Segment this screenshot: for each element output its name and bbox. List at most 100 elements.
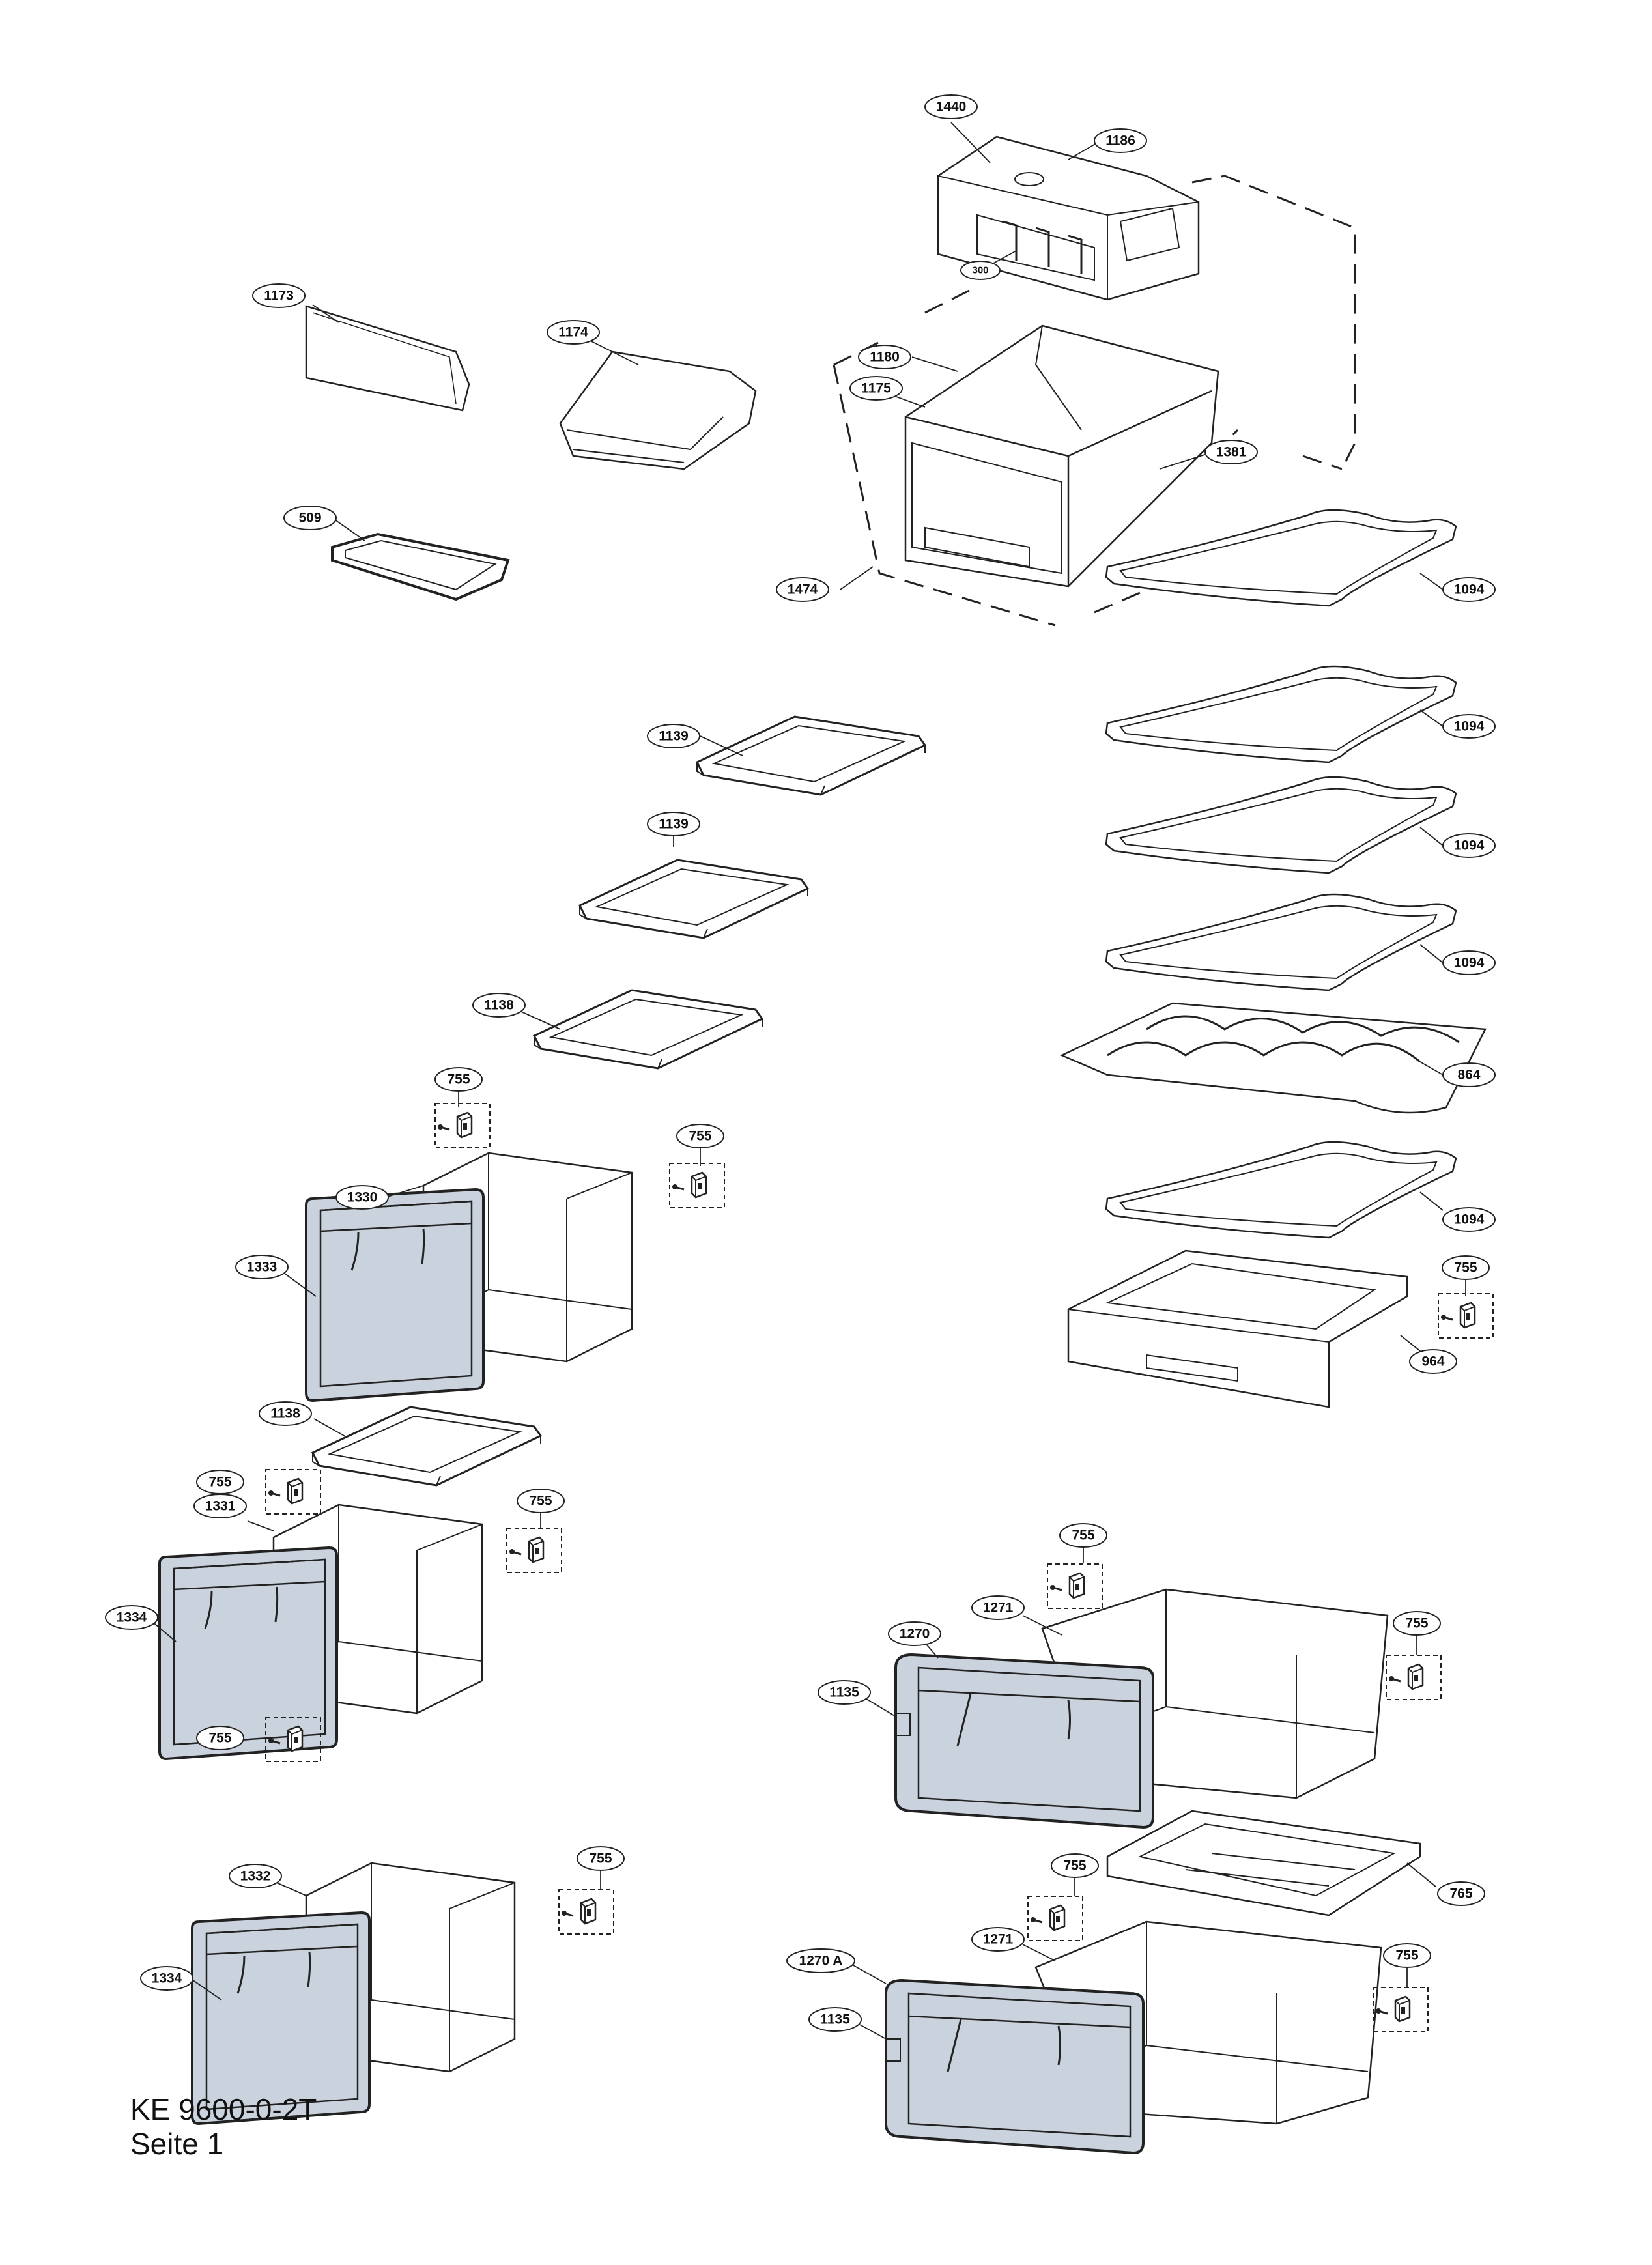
- door-frame-1138-a: [533, 989, 763, 1070]
- svg-text:1094: 1094: [1454, 1212, 1485, 1227]
- label-1174: 1174: [547, 320, 600, 345]
- svg-text:1175: 1175: [861, 381, 891, 396]
- door-frame-1138-b: [311, 1406, 542, 1487]
- svg-text:1271: 1271: [983, 1932, 1014, 1947]
- clip-755-c: [1437, 1292, 1494, 1339]
- svg-text:1135: 1135: [820, 2012, 850, 2027]
- label-1331: 1331: [193, 1494, 247, 1518]
- label-1139-a: 1139: [647, 724, 700, 748]
- label-864: 864: [1442, 1062, 1496, 1087]
- svg-text:1180: 1180: [870, 350, 900, 365]
- svg-text:1138: 1138: [270, 1406, 300, 1421]
- dashed-outline-bucket: [833, 337, 1239, 627]
- glass-shelf-5: [1105, 1141, 1457, 1239]
- label-1135-a: 1135: [818, 1680, 871, 1705]
- clip-755-b: [668, 1162, 726, 1209]
- label-1334-b: 1334: [140, 1966, 193, 1991]
- ice-maker: [937, 135, 1200, 301]
- svg-text:1094: 1094: [1454, 582, 1485, 597]
- label-755-c: 755: [1442, 1255, 1490, 1280]
- leader-lines: [147, 122, 1466, 2040]
- label-1094-c: 1094: [1442, 833, 1496, 858]
- label-300: 300: [960, 261, 1001, 280]
- label-755-e: 755: [517, 1489, 565, 1513]
- clip-755-k: [1372, 1986, 1429, 2033]
- door-frame-1139-a: [696, 715, 926, 796]
- dashed-outline-top: [924, 175, 1356, 470]
- label-1138-b: 1138: [259, 1401, 312, 1426]
- label-1270a: 1270 A: [786, 1948, 855, 1973]
- svg-text:300: 300: [972, 265, 988, 276]
- clip-755-i: [1027, 1895, 1084, 1942]
- label-755-b: 755: [676, 1124, 724, 1148]
- door-frame-1139-b: [578, 859, 809, 939]
- svg-text:1440: 1440: [936, 100, 967, 115]
- svg-text:1094: 1094: [1454, 956, 1485, 971]
- svg-text:1474: 1474: [788, 582, 818, 597]
- svg-text:755: 755: [208, 1731, 231, 1746]
- label-1175: 1175: [849, 376, 903, 401]
- label-1334-a: 1334: [105, 1605, 158, 1630]
- svg-text:755: 755: [1063, 1859, 1086, 1873]
- svg-text:1139: 1139: [659, 817, 689, 832]
- label-765: 765: [1437, 1881, 1485, 1906]
- svg-text:1139: 1139: [659, 729, 689, 744]
- clip-755-j: [558, 1888, 615, 1935]
- label-1173: 1173: [252, 283, 306, 308]
- front-panel-1270: [894, 1653, 1154, 1829]
- label-1270: 1270: [888, 1621, 941, 1646]
- svg-text:1173: 1173: [264, 289, 294, 304]
- label-755-h: 755: [1393, 1611, 1441, 1636]
- freezer-drawer: [1067, 1249, 1408, 1408]
- front-panel-1333: [305, 1188, 485, 1402]
- svg-text:1331: 1331: [205, 1499, 236, 1514]
- label-1094-d: 1094: [1442, 950, 1496, 975]
- label-755-g: 755: [1059, 1523, 1107, 1548]
- svg-text:1094: 1094: [1454, 838, 1485, 853]
- svg-text:1332: 1332: [240, 1869, 271, 1884]
- svg-text:1334: 1334: [152, 1971, 182, 1986]
- svg-text:1094: 1094: [1454, 719, 1485, 734]
- model-caption: KE 9600-0-2T: [130, 2092, 317, 2126]
- label-1271-a: 1271: [971, 1595, 1025, 1620]
- svg-text:755: 755: [1072, 1528, 1094, 1543]
- label-755-d: 755: [196, 1470, 244, 1494]
- label-1333: 1333: [235, 1255, 289, 1279]
- front-panel-1270a: [885, 1978, 1145, 2155]
- front-panel-1334-a: [158, 1546, 338, 1760]
- svg-text:1270 A: 1270 A: [799, 1954, 843, 1969]
- svg-text:1333: 1333: [247, 1260, 278, 1275]
- label-1440: 1440: [924, 94, 978, 119]
- clip-755-a: [434, 1102, 491, 1149]
- label-755-j: 755: [577, 1846, 625, 1871]
- svg-text:765: 765: [1449, 1887, 1472, 1902]
- clip-755-e: [506, 1527, 563, 1574]
- svg-text:755: 755: [689, 1129, 711, 1144]
- label-1139-b: 1139: [647, 812, 700, 836]
- label-1271-b: 1271: [971, 1927, 1025, 1952]
- clip-755-d: [264, 1468, 322, 1515]
- label-1094-a: 1094: [1442, 577, 1496, 602]
- crisper-cover: [1106, 1810, 1421, 1916]
- label-1094-b: 1094: [1442, 714, 1496, 739]
- svg-text:1381: 1381: [1216, 445, 1247, 460]
- svg-text:1330: 1330: [347, 1190, 378, 1205]
- svg-text:1334: 1334: [117, 1610, 147, 1625]
- svg-text:755: 755: [208, 1475, 231, 1490]
- glass-shelf-1: [1105, 509, 1457, 607]
- label-755-a: 755: [434, 1067, 483, 1092]
- label-1180: 1180: [858, 345, 911, 369]
- label-964: 964: [1409, 1349, 1457, 1374]
- label-755-f: 755: [196, 1726, 244, 1750]
- svg-text:1186: 1186: [1105, 134, 1135, 149]
- label-1381: 1381: [1204, 440, 1258, 464]
- svg-text:1135: 1135: [829, 1685, 859, 1700]
- svg-text:755: 755: [1395, 1948, 1418, 1963]
- page-caption: Seite 1: [130, 2127, 224, 2161]
- label-755-i: 755: [1051, 1853, 1099, 1878]
- door-flap: [305, 305, 470, 412]
- clip-755-h: [1385, 1654, 1442, 1701]
- glass-shelf-4: [1105, 893, 1457, 991]
- label-1135-b: 1135: [808, 2007, 862, 2032]
